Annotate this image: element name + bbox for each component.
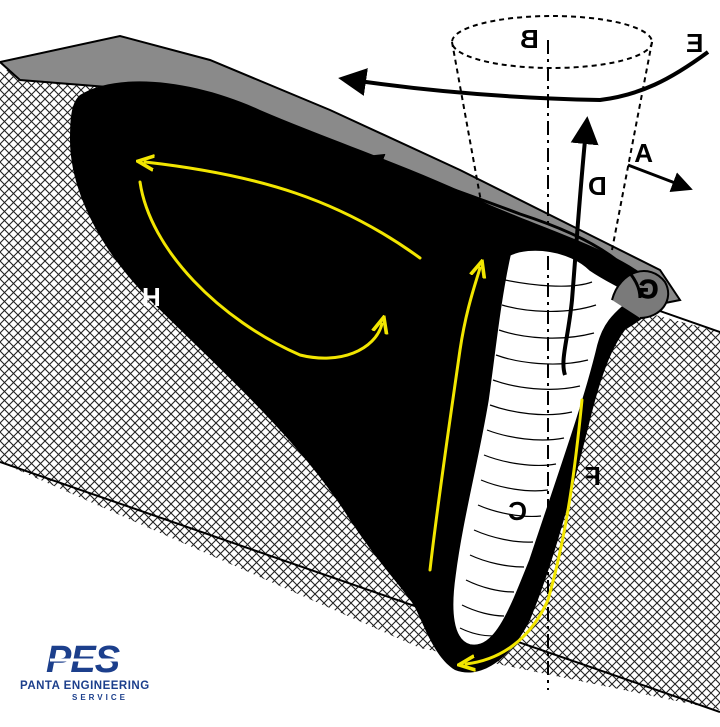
label-d: D bbox=[588, 171, 607, 201]
label-c: C bbox=[508, 496, 527, 526]
vapour-jet-arrow-d bbox=[561, 116, 599, 376]
label-g: G bbox=[638, 274, 658, 304]
label-b: B bbox=[520, 24, 539, 54]
label-f: F bbox=[585, 461, 601, 491]
keyhole-striations bbox=[459, 279, 597, 637]
laser-beam-cone bbox=[451, 15, 653, 251]
flow-arrows bbox=[140, 162, 584, 664]
welding-direction-arrow bbox=[338, 50, 710, 103]
arrow-a bbox=[627, 163, 693, 193]
label-a: A bbox=[634, 138, 653, 168]
base-bottom-edge bbox=[0, 461, 720, 713]
logo-tagline: SERVICE bbox=[72, 693, 128, 702]
surface-flow-arrow bbox=[362, 153, 642, 299]
label-h: H bbox=[142, 282, 161, 312]
company-logo: PES PANTA ENGINEERING SERVICE bbox=[20, 639, 150, 702]
label-e: E bbox=[686, 28, 703, 58]
melt-pool-label: Melt pool bbox=[220, 266, 360, 302]
logo-name: PANTA ENGINEERING bbox=[20, 680, 150, 692]
